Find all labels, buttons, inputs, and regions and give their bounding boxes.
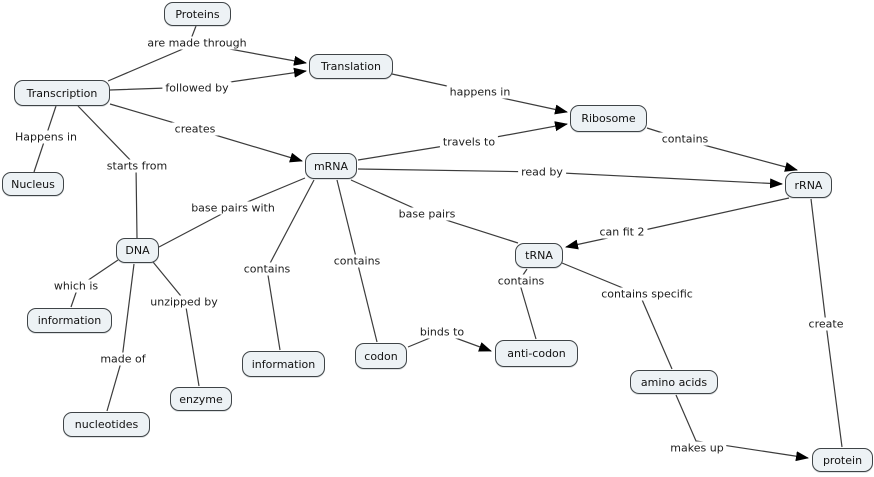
edge-label-travels-to[interactable]: travels to: [439, 135, 499, 149]
edge-label-are-made-through[interactable]: are made through: [144, 36, 250, 50]
edge-label-makes-up[interactable]: makes up: [667, 441, 727, 455]
edge-line-makes-up: [675, 394, 809, 462]
concept-node-amino-acids[interactable]: amino acids: [630, 370, 718, 394]
edge-label-followed-by[interactable]: followed by: [162, 81, 232, 95]
edge-label-base-pairs-with[interactable]: base pairs with: [188, 201, 278, 215]
edge-line-can-fit-2: [565, 197, 790, 250]
concept-node-transcription[interactable]: Transcription: [14, 80, 110, 106]
edge-label-contains-anticodon[interactable]: contains: [494, 274, 548, 288]
edge-label-read-by[interactable]: read by: [518, 165, 566, 179]
edge-label-which-is[interactable]: which is: [50, 279, 102, 293]
concept-node-anti-codon[interactable]: anti-codon: [495, 340, 578, 367]
edge-label-starts-from[interactable]: starts from: [103, 159, 171, 173]
edge-label-contains-specific[interactable]: contains specific: [598, 287, 696, 301]
edge-label-happens-in-nucleus[interactable]: Happens in: [12, 130, 80, 144]
concept-node-rrna[interactable]: rRNA: [785, 172, 832, 198]
edge-label-made-of[interactable]: made of: [97, 352, 149, 366]
edge-label-binds-to[interactable]: binds to: [416, 325, 468, 339]
concept-node-protein[interactable]: protein: [812, 448, 873, 472]
edge-label-contains-codon[interactable]: contains: [330, 254, 384, 268]
concept-node-dna[interactable]: DNA: [116, 238, 159, 263]
edge-label-creates[interactable]: creates: [171, 122, 219, 136]
edge-line-contains-specific: [561, 262, 673, 370]
edge-label-contains-information[interactable]: contains: [240, 262, 294, 276]
edge-line-made-of: [106, 263, 135, 412]
edge-label-contains-rrna[interactable]: contains: [658, 132, 712, 146]
edge-line-read-by: [357, 168, 783, 189]
edge-label-base-pairs[interactable]: base pairs: [395, 207, 459, 221]
edge-label-create[interactable]: create: [805, 317, 847, 331]
concept-node-proteins[interactable]: Proteins: [164, 2, 231, 26]
concept-node-trna[interactable]: tRNA: [515, 243, 563, 268]
edge-line-unzipped-by: [152, 261, 200, 387]
concept-node-translation[interactable]: Translation: [309, 54, 393, 79]
concept-node-mrna[interactable]: mRNA: [305, 153, 357, 179]
concept-node-nucleus[interactable]: Nucleus: [2, 172, 64, 196]
concept-node-information-2[interactable]: information: [242, 351, 325, 377]
edge-label-happens-in-ribosome[interactable]: happens in: [446, 85, 514, 99]
concept-node-enzyme[interactable]: enzyme: [170, 387, 232, 411]
edge-label-can-fit-2[interactable]: can fit 2: [596, 225, 648, 239]
edge-label-unzipped-by[interactable]: unzipped by: [147, 295, 221, 309]
concept-node-nucleotides[interactable]: nucleotides: [63, 412, 150, 437]
concept-node-ribosome[interactable]: Ribosome: [570, 105, 647, 132]
concept-node-information-1[interactable]: information: [27, 308, 112, 333]
concept-node-codon[interactable]: codon: [355, 343, 407, 369]
